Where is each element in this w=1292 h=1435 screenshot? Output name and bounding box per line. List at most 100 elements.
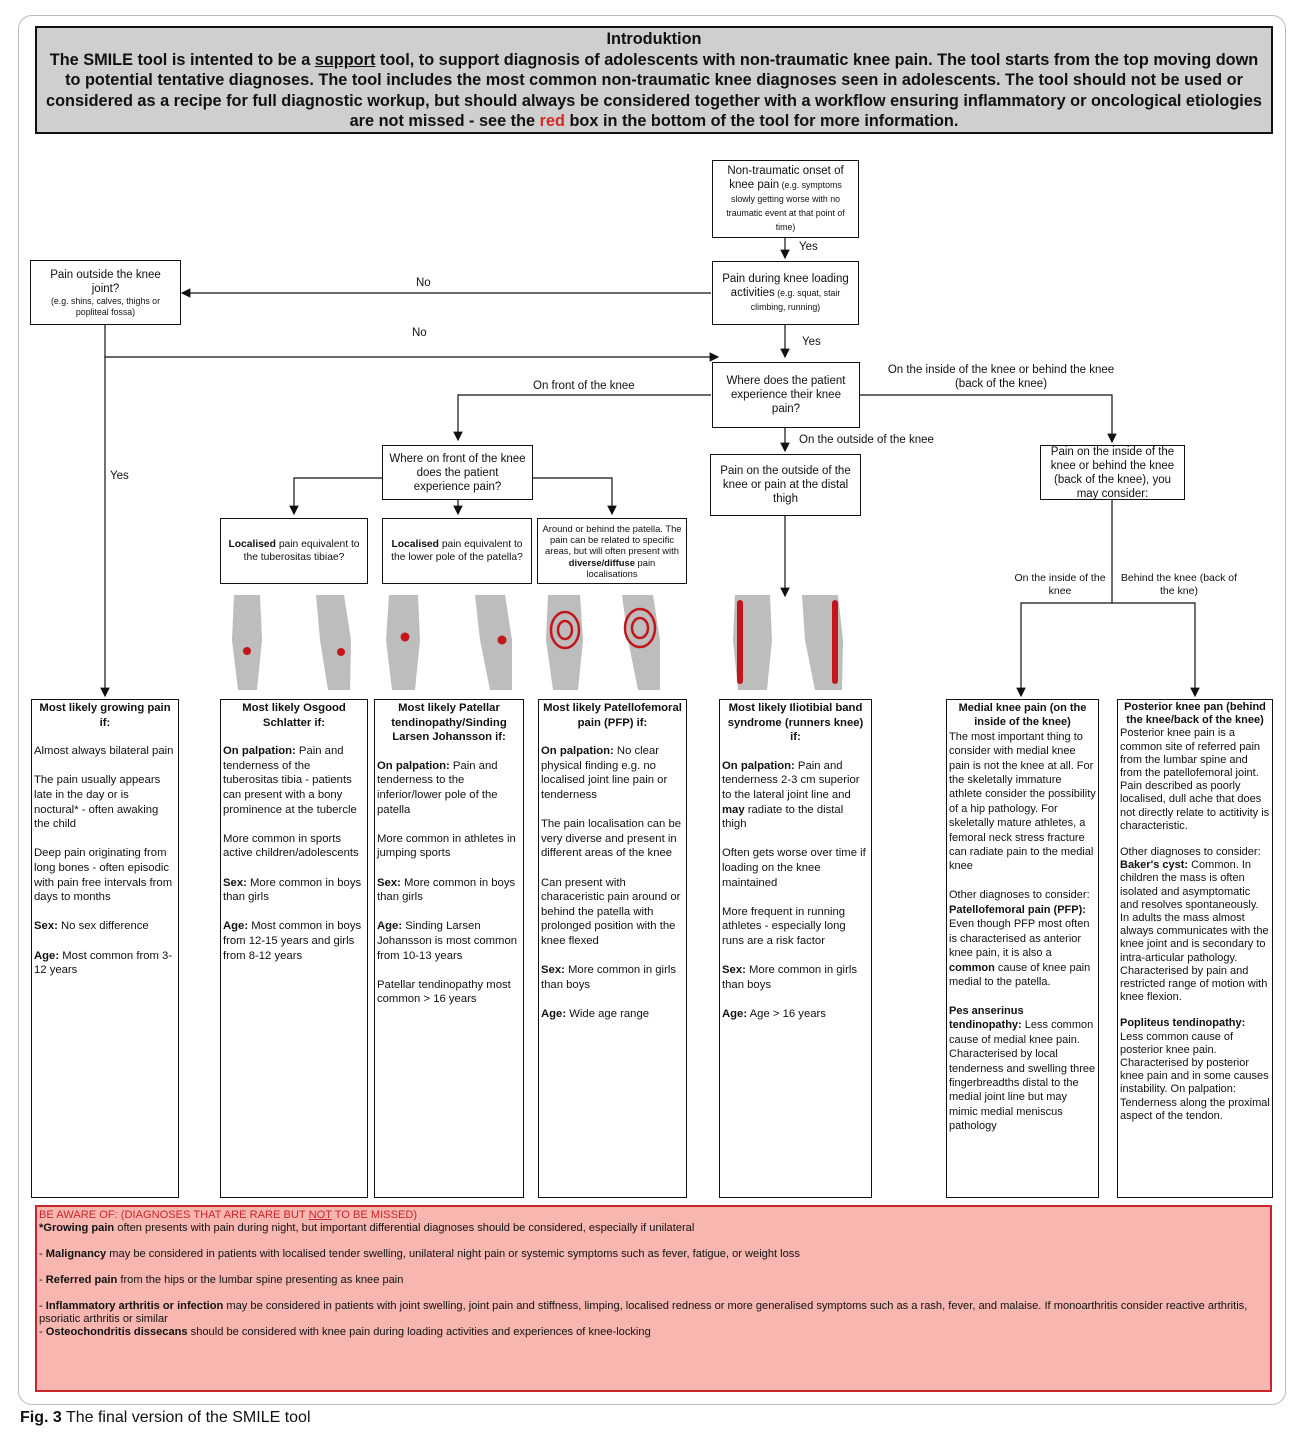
label-no-2: No <box>412 327 427 339</box>
node-outside-knee: Pain on the outside of the knee or pain … <box>710 454 861 516</box>
figure-frame <box>18 15 1286 1405</box>
knee-leg <box>232 595 262 690</box>
be-aware-malignancy-label: Malignancy <box>45 1248 107 1260</box>
dx-growing-age-label: Age: <box>34 949 60 962</box>
dx-osgood-p2: More common in sports active children/ad… <box>223 832 359 860</box>
label-inside-behind: On the inside of the knee or behind the … <box>887 364 1115 390</box>
be-aware-inflammatory: may be considered in patients with joint… <box>39 1300 1248 1325</box>
dx-patellar: Most likely Patellar tendinopathy/Sindin… <box>374 699 524 1198</box>
dx-patellar-palp: Pain and tenderness to the inferior/lowe… <box>377 759 498 816</box>
dx-itb-title: Most likely Iliotibial band syndrome (ru… <box>727 702 864 744</box>
node-outside-joint-small: (e.g. shins, calves, thighs or popliteal… <box>50 295 161 317</box>
knee-leg <box>475 595 512 690</box>
dx-pfp-palp-label: On palpation: <box>541 745 614 758</box>
be-aware-dash: - <box>39 1300 46 1312</box>
dx-patellar-p5: Patellar tendinopathy most common > 16 y… <box>377 978 511 1006</box>
dx-patellar-palp-label: On palpation: <box>377 759 450 772</box>
dx-posterior-other: Other diagnoses to consider: <box>1120 846 1261 859</box>
be-aware-malignancy: may be considered in patients with local… <box>106 1248 800 1260</box>
pain-mark <box>556 619 574 641</box>
node-onset-main: Non-traumatic onset of knee pain <box>727 165 844 191</box>
pain-mark <box>243 647 251 655</box>
dx-growing-p2: The pain usually appears late in the day… <box>34 774 161 831</box>
intro-text: The SMILE tool is intented to be a suppo… <box>41 50 1267 132</box>
dx-medial-pfp-a: Even though PFP most often is characteri… <box>949 918 1090 960</box>
dx-osgood-sex: More common in boys than girls <box>223 876 362 904</box>
dx-itb-may: may <box>722 803 745 816</box>
knee-leg <box>622 595 660 690</box>
pain-mark <box>497 635 507 645</box>
dx-posterior: Posterior knee pan (behind the knee/back… <box>1117 699 1273 1198</box>
dx-growing-sex-label: Sex: <box>34 920 58 933</box>
dx-posterior-p1: Posterior knee pain is a common site of … <box>1120 727 1270 832</box>
be-aware-ocd: should be considered with knee pain duri… <box>187 1326 651 1338</box>
dx-pfp-title: Most likely Patellofemoral pain (PFP) if… <box>543 702 682 729</box>
dx-growing-sex: No sex difference <box>57 920 149 933</box>
node-diffuse-a: Around or behind the patella. The pain c… <box>542 522 682 557</box>
pain-mark <box>630 616 650 640</box>
dx-posterior-baker: Common. In children the mass is often is… <box>1120 859 1269 1004</box>
pain-mark <box>623 607 657 649</box>
dx-pfp-p2: The pain localisation can be very divers… <box>541 818 682 860</box>
node-onset-small: (e.g. symptoms slowly getting worse with… <box>726 180 845 232</box>
dx-posterior-pop: Less common cause of posterior knee pain… <box>1120 1030 1270 1122</box>
dx-growing-title: Most likely growing pain if: <box>39 702 171 729</box>
node-outside-joint-main: Pain outside the knee joint? <box>50 268 161 295</box>
label-yes-2: Yes <box>802 336 821 348</box>
intro-support: support <box>314 50 376 69</box>
node-pat-bold: Localised <box>391 539 439 550</box>
label-yes-1: Yes <box>799 241 818 253</box>
node-patella-pole: Localised pain equivalent to the lower p… <box>382 518 532 584</box>
dx-pfp-p3: Can present with characeristic pain arou… <box>541 876 681 947</box>
dx-osgood-sex-label: Sex: <box>223 876 247 889</box>
node-tub-text: pain equivalent to the tuberositas tibia… <box>243 539 360 563</box>
be-aware-dash: - <box>39 1274 46 1286</box>
dx-growing-pain: Most likely growing pain if: Almost alwa… <box>31 699 179 1198</box>
dx-pfp: Most likely Patellofemoral pain (PFP) if… <box>538 699 687 1198</box>
knee-illustrations <box>232 595 843 690</box>
dx-pfp-palp: No clear physical finding e.g. no locali… <box>541 745 668 801</box>
label-front: On front of the knee <box>533 380 635 392</box>
be-aware-ocd-label: Osteochondritis dissecans <box>45 1326 188 1338</box>
pain-mark <box>737 600 743 684</box>
node-diffuse-bold: diverse/diffuse <box>568 556 635 568</box>
intro-text-a: The SMILE tool is intented to be a <box>49 50 315 69</box>
node-tub-bold: Localised <box>228 539 276 550</box>
label-outside: On the outside of the knee <box>799 434 934 446</box>
be-aware-title-not: NOT <box>308 1209 332 1221</box>
be-aware-growing-label: *Growing pain <box>39 1222 115 1234</box>
dx-patellar-age-label: Age: <box>377 920 403 933</box>
be-aware-title-a: BE AWARE OF: (DIAGNOSES THAT ARE RARE BU… <box>39 1209 309 1221</box>
label-no-1: No <box>416 277 431 289</box>
intro-box: Introduktion The SMILE tool is intented … <box>35 26 1273 134</box>
knee-leg <box>386 595 420 690</box>
dx-itb: Most likely Iliotibial band syndrome (ru… <box>719 699 872 1198</box>
dx-itb-age-label: Age: <box>722 1007 748 1020</box>
be-aware-title: BE AWARE OF: (DIAGNOSES THAT ARE RARE BU… <box>39 1209 1268 1222</box>
dx-posterior-title: Posterior knee pan (behind the knee/back… <box>1124 701 1266 727</box>
arrow-medial <box>1016 602 1112 698</box>
node-diffuse-c: pain localisations <box>586 556 656 579</box>
node-inside-knee-text: Pain on the inside of the knee or behind… <box>1050 445 1175 500</box>
dx-patellar-title: Most likely Patellar tendinopathy/Sindin… <box>391 702 507 744</box>
pain-mark <box>337 648 345 656</box>
be-aware-growing: often presents with pain during night, b… <box>114 1222 695 1234</box>
knee-leg <box>546 595 583 690</box>
dx-itb-sex-label: Sex: <box>722 964 746 977</box>
intro-heading: Introduktion <box>606 30 702 48</box>
dx-patellar-sex: More common in boys than girls <box>377 876 516 904</box>
arrow-tub <box>289 477 382 516</box>
dx-osgood-age-label: Age: <box>223 920 249 933</box>
node-inside-knee: Pain on the inside of the knee or behind… <box>1040 445 1185 500</box>
knee-leg <box>316 595 351 690</box>
be-aware-box: BE AWARE OF: (DIAGNOSES THAT ARE RARE BU… <box>35 1205 1272 1392</box>
dx-medial-pes-label: Pes anserinus tendinopathy: <box>949 1004 1024 1032</box>
dx-medial-pes: Less common cause of medial knee pain. C… <box>949 1019 1096 1133</box>
dx-itb-sex: More common in girls than boys <box>722 964 857 991</box>
node-pat-text: pain equivalent to the lower pole of the… <box>391 539 523 563</box>
node-loading: Pain during knee loading activities (e.g… <box>712 261 859 325</box>
dx-medial-common: common <box>949 961 995 974</box>
intro-red: red <box>539 112 565 131</box>
arrow-inside <box>860 394 1117 444</box>
